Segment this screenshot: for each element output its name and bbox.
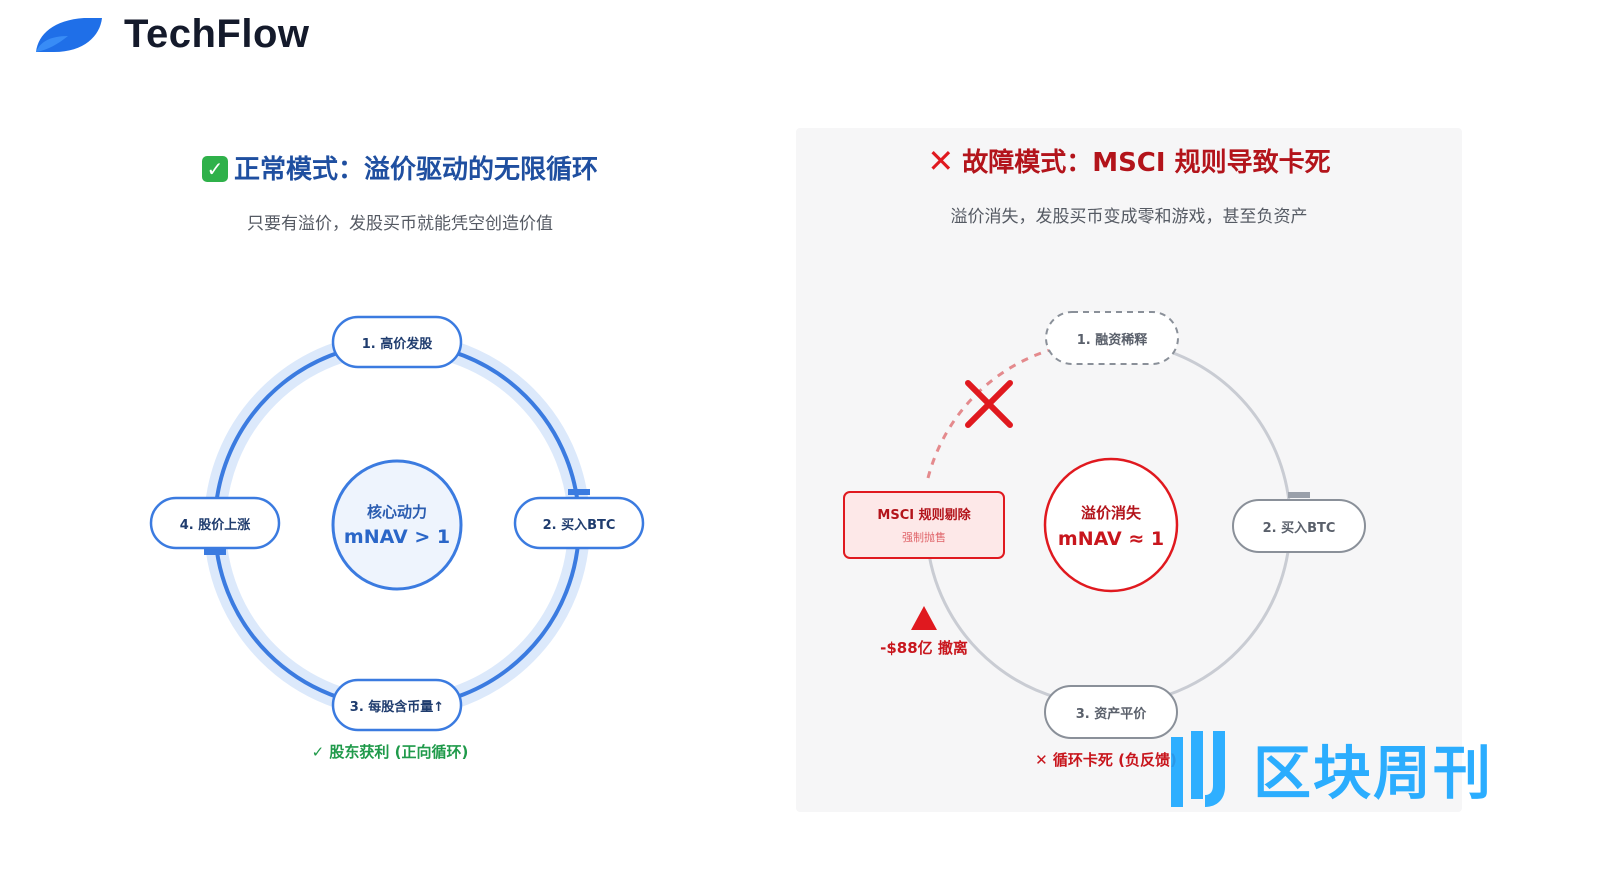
outflow-label: -$88亿 撤离 <box>880 639 968 657</box>
normal-mode-footer: ✓ 股东获利 (正向循环) <box>312 743 469 761</box>
broken-x-icon <box>965 380 1013 428</box>
msci-removal-subtitle: 强制抛售 <box>902 530 946 544</box>
watermark: 区块周刊 <box>1165 726 1493 810</box>
node-right: 2. 买入BTC <box>513 496 645 550</box>
broken-link-arc <box>926 348 1051 479</box>
watermark-text: 区块周刊 <box>1253 739 1494 807</box>
check-box-icon: ✓ <box>201 156 228 182</box>
stalled-ring <box>926 339 1292 707</box>
core-driver-value: mNAV > 1 <box>344 526 450 548</box>
node-bottom: 3. 每股含币量↑ <box>331 678 463 732</box>
node-top: 1. 高价发股 <box>331 315 463 369</box>
normal-mode-panel: ✓正常模式：溢价驱动的无限循环 只要有溢价，发股买币就能凭空创造价值 核心动力 … <box>100 125 700 825</box>
node-bottom-label: 3. 每股含币量↑ <box>350 699 444 715</box>
node-top-dilution-label: 1. 融资稀释 <box>1077 332 1149 348</box>
brand-name: TechFlow <box>124 12 310 56</box>
node-right-buy-label: 2. 买入BTC <box>1263 521 1336 536</box>
node-top-label: 1. 高价发股 <box>362 336 433 352</box>
failure-mode-title: ✕故障模式：MSCI 规则导致卡死 <box>796 142 1462 179</box>
node-top-dilution: 1. 融资稀释 <box>1045 311 1179 365</box>
premium-gone-value: mNAV ≈ 1 <box>1058 528 1164 550</box>
failure-cycle-diagram: 溢价消失 mNAV ≈ 1 1. 融资稀释 2. 买入BTC 3. 资产平价 M… <box>843 311 1366 769</box>
normal-mode-subtitle: 只要有溢价，发股买币就能凭空创造价值 <box>247 214 553 234</box>
techflow-logo: TechFlow <box>28 12 309 57</box>
cycle-arrow-left <box>204 549 226 555</box>
failure-mode-title-text: 故障模式：MSCI 规则导致卡死 <box>962 148 1331 178</box>
cycle-arrow-right-grey <box>1288 492 1310 498</box>
normal-mode-title-text: 正常模式：溢价驱动的无限循环 <box>233 155 598 185</box>
msci-removal-box: MSCI 规则剔除 强制抛售 <box>843 491 1005 559</box>
core-driver-circle <box>331 459 463 591</box>
node-bottom-parity-label: 3. 资产平价 <box>1076 706 1148 722</box>
failure-mode-subtitle: 溢价消失，发股买币变成零和游戏，甚至负资产 <box>950 207 1308 227</box>
x-icon: ✕ <box>927 142 955 180</box>
node-left-label: 4. 股价上涨 <box>180 518 251 533</box>
watermark-logo-icon <box>1171 731 1225 807</box>
failure-mode-panel: ✕故障模式：MSCI 规则导致卡死 溢价消失，发股买币变成零和游戏，甚至负资产 … <box>796 128 1462 812</box>
outflow-arrow-icon <box>911 606 937 630</box>
msci-removal-title: MSCI 规则剔除 <box>877 507 971 523</box>
cycle-arrow-right <box>568 489 590 495</box>
techflow-logo-icon <box>36 17 102 52</box>
normal-mode-title: ✓正常模式：溢价驱动的无限循环 <box>100 149 700 186</box>
node-left: 4. 股价上涨 <box>149 496 281 550</box>
failure-mode-footer: ✕ 循环卡死 (负反馈) <box>1035 751 1177 769</box>
node-right-label: 2. 买入BTC <box>543 518 616 533</box>
core-driver-label: 核心动力 <box>367 503 427 521</box>
node-bottom-parity: 3. 资产平价 <box>1044 685 1178 739</box>
premium-gone-circle <box>1043 457 1179 593</box>
premium-gone-label: 溢价消失 <box>1081 504 1142 522</box>
node-right-buy: 2. 买入BTC <box>1232 499 1366 553</box>
normal-cycle-diagram: 核心动力 mNAV > 1 1. 高价发股 2. 买入BTC 3. 每股含币量↑… <box>149 315 645 761</box>
